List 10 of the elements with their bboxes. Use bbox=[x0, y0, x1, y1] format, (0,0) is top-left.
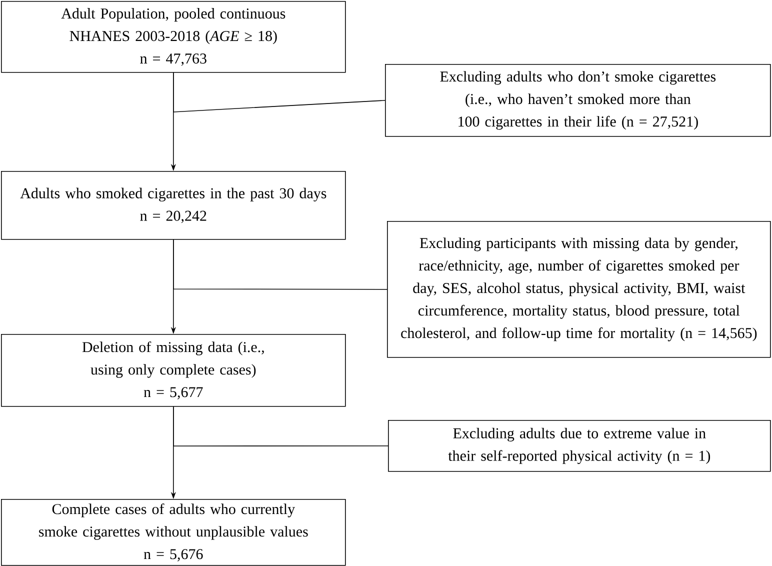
process-box: Excluding participants with missing data by gender, race/ethnicity, age, number of cigarettes smoked per day, SES, alcohol status, physical activity, BMI, waist circumference, mortality status, blood pressure, total cholesterol, and follow-up time for mortality (n = 14,565) bbox=[387, 221, 771, 358]
process-box: Adults who smoked cigarettes in the past 30 days n = 20,242 bbox=[1, 171, 346, 240]
process-box: Complete cases of adults who currently smoke cigarettes without unplausible values n = 5,676 bbox=[1, 499, 346, 566]
connector-line bbox=[173, 239, 388, 290]
process-box: Deletion of missing data (i.e., using only complete cases) n = 5,677 bbox=[1, 334, 346, 407]
process-box: Excluding adults due to extreme value in their self-reported physical activity (n = 1) bbox=[388, 420, 771, 472]
process-box: Adult Population, pooled continuous NHANES 2003-2018 (AGE ≥ 18) n = 47,763 bbox=[1, 1, 346, 73]
process-box: Excluding adults who don’t smoke cigarettes (i.e., who haven’t smoked more than 100 cigarettes in their life (n = 27,521) bbox=[385, 64, 771, 137]
connector-line bbox=[173, 406, 388, 446]
connector-line bbox=[173, 72, 386, 112]
